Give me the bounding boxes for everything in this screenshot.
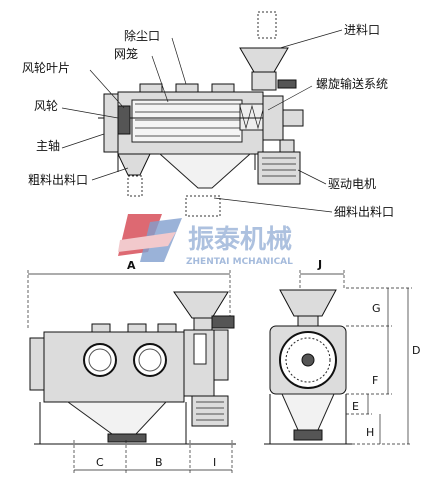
side-elevation-drawing: J G D F E H (264, 258, 420, 445)
label-fan-wheel: 风轮 (34, 99, 58, 113)
coarse-outlet-hopper (117, 153, 151, 176)
label-main-shaft: 主轴 (36, 138, 60, 153)
watermark-en: ZHENTAI MCHANICAL (186, 257, 293, 267)
label-drive-motor: 驱动电机 (328, 177, 376, 191)
drive-motor (257, 151, 301, 185)
watermark-cn: 振泰机械 (188, 225, 292, 255)
feed-flange (277, 79, 297, 89)
coarse-material-stream (127, 175, 143, 197)
front-elevation-drawing: A (27, 259, 236, 474)
mesh-hatching (135, 103, 240, 137)
dust-port-2 (175, 83, 199, 93)
dim-G: G (372, 302, 381, 315)
leader-lines (61, 29, 343, 213)
label-feed-inlet: 进料口 (344, 23, 380, 37)
fine-material-stream (185, 195, 221, 217)
dust-port-3 (211, 83, 235, 93)
dim-A: A (127, 259, 136, 272)
fan-wheel (117, 105, 131, 135)
fine-outlet-hopper (158, 153, 252, 189)
dim-J: J (317, 258, 322, 271)
label-mesh-cage: 网笼 (114, 46, 138, 61)
dim-B: B (155, 456, 163, 469)
label-fan-blade: 风轮叶片 (22, 61, 70, 75)
dim-E: E (352, 400, 359, 413)
dim-F: F (372, 374, 378, 387)
label-screw-conveyor: 螺旋输送系统 (316, 76, 388, 91)
feed-hopper (239, 47, 289, 73)
dim-D: D (412, 344, 420, 357)
dim-I: I (213, 456, 216, 469)
watermark-logo-icon (118, 214, 182, 262)
drive-coupling (282, 109, 304, 127)
feed-neck (251, 71, 277, 91)
feed-material-stream (257, 11, 277, 39)
left-end-plate (103, 93, 119, 153)
dust-port-1 (139, 83, 163, 93)
right-bearing-housing (262, 95, 284, 141)
dim-C: C (96, 456, 104, 469)
watermark: 振泰机械 ZHENTAI MCHANICAL (118, 214, 293, 267)
top-cutaway-drawing: 进料口 除尘口 网笼 风轮叶片 螺旋输送系统 风轮 主轴 粗料出料口 驱动电机 … (22, 11, 394, 219)
label-coarse-outlet: 粗料出料口 (28, 173, 88, 187)
label-fine-outlet: 细料出料口 (334, 205, 394, 219)
dim-H: H (366, 426, 374, 439)
mesh-cage (131, 99, 243, 143)
label-dust-outlet: 除尘口 (124, 28, 160, 43)
